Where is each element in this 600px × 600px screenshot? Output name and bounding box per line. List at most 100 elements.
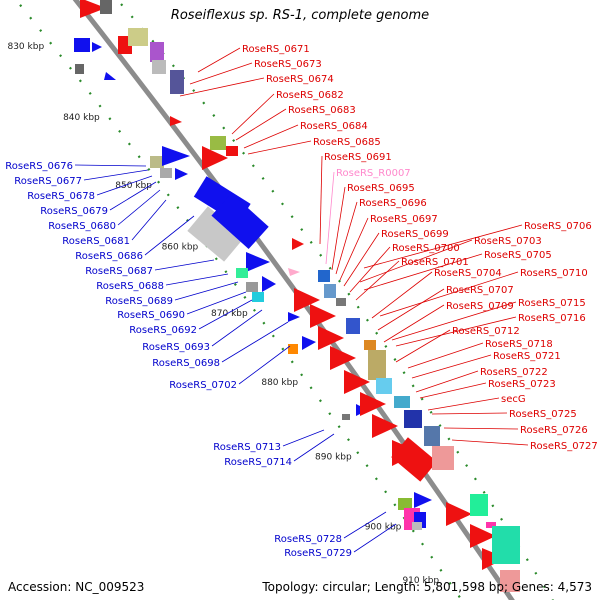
gene-label-right[interactable]: RoseRS_0697: [370, 214, 438, 225]
tick-tracks: [14, 0, 554, 600]
gene-label-left[interactable]: RoseRS_0698: [152, 358, 220, 369]
gene-label-right[interactable]: RoseRS_0684: [300, 121, 368, 132]
leader-line: [383, 304, 445, 343]
gene-label-right[interactable]: RoseRS_0706: [524, 221, 592, 232]
gene-label-left[interactable]: RoseRS_0702: [169, 380, 237, 391]
leader-line: [331, 186, 346, 271]
gene-block: [376, 378, 392, 394]
gene-label-left[interactable]: RoseRS_0693: [142, 342, 210, 353]
gene-label-right[interactable]: RoseRS_0726: [520, 425, 588, 436]
gene-block: [342, 414, 350, 420]
leader-line: [96, 175, 153, 196]
accession-text: Accession: NC_009523: [8, 580, 145, 594]
leader-line: [395, 316, 517, 347]
kbp-tick-label: 880 kbp: [261, 378, 298, 388]
left-gene-labels: RoseRS_0676RoseRS_0677RoseRS_0678RoseRS_…: [5, 161, 397, 559]
gene-block: [236, 268, 248, 278]
gene-label-left[interactable]: RoseRS_0678: [27, 191, 95, 202]
leader-line: [371, 271, 433, 319]
gene-arrow: [170, 116, 182, 126]
leader-line: [189, 62, 253, 85]
gene-label-left[interactable]: RoseRS_0679: [40, 206, 108, 217]
gene-label-right[interactable]: RoseRS_0716: [518, 313, 586, 324]
gene-block: [346, 318, 360, 334]
gene-label-right[interactable]: RoseRS_0703: [474, 236, 542, 247]
leader-line: [391, 301, 517, 341]
gene-label-right[interactable]: RoseRS_0722: [480, 367, 548, 378]
leader-line: [197, 47, 241, 73]
gene-arrow: [344, 370, 370, 394]
leader-line: [427, 397, 500, 411]
gene-label-right[interactable]: RoseRS_0710: [520, 268, 588, 279]
leader-line: [74, 164, 147, 167]
leader-line: [243, 124, 299, 149]
gene-label-right[interactable]: RoseRS_0701: [401, 257, 469, 268]
gene-label-right[interactable]: RoseRS_0682: [276, 90, 344, 101]
gene-label-right[interactable]: RoseRS_0696: [359, 198, 427, 209]
gene-label-right[interactable]: RoseRS_0695: [347, 183, 415, 194]
gene-label-left[interactable]: RoseRS_0677: [14, 176, 82, 187]
minus-strand-genes: [74, 38, 432, 530]
gene-label-right[interactable]: RoseRS_0691: [324, 152, 392, 163]
gene-label-left[interactable]: RoseRS_0692: [129, 325, 197, 336]
gene-label-left[interactable]: RoseRS_0714: [224, 457, 292, 468]
leader-line: [407, 342, 484, 369]
gene-label-left[interactable]: RoseRS_0687: [85, 266, 153, 277]
gene-label-right[interactable]: RoseRS_0712: [452, 326, 520, 337]
leader-line: [355, 260, 400, 301]
kbp-tick-label: 860 kbp: [162, 242, 199, 252]
gene-label-right[interactable]: RoseRS_0674: [266, 74, 334, 85]
gene-block: [128, 28, 148, 46]
summary-text: Topology: circular; Length: 5,801,598 bp…: [262, 580, 592, 594]
leader-line: [443, 427, 519, 430]
gene-label-right[interactable]: RoseRS_0699: [381, 229, 449, 240]
gene-label-right[interactable]: RoseRS_0673: [254, 59, 322, 70]
gene-label-right[interactable]: RoseRS_0718: [485, 339, 553, 350]
kbp-tick-label: 870 kbp: [211, 309, 248, 319]
leader-line: [431, 412, 508, 415]
gene-block: [288, 344, 298, 354]
gene-block: [432, 446, 454, 470]
gene-label-right[interactable]: RoseRS_0715: [518, 298, 586, 309]
gene-label-right[interactable]: RoseRS_0709: [446, 301, 514, 312]
gene-label-right[interactable]: RoseRS_0707: [446, 285, 514, 296]
gene-label-right[interactable]: RoseRS_0700: [392, 243, 460, 254]
gene-label-left[interactable]: RoseRS_0713: [213, 442, 281, 453]
gene-label-left[interactable]: RoseRS_0728: [274, 534, 342, 545]
gene-label-right[interactable]: secG: [501, 394, 526, 405]
gene-label-right[interactable]: RoseRS_0671: [242, 44, 310, 55]
gene-label-left[interactable]: RoseRS_0688: [96, 281, 164, 292]
gene-label-left[interactable]: RoseRS_0676: [5, 161, 73, 172]
gene-block: [226, 146, 238, 156]
gene-label-right[interactable]: RoseRS_0725: [509, 409, 577, 420]
gene-arrow: [175, 168, 188, 180]
gene-block: [210, 136, 226, 150]
gene-label-right[interactable]: RoseRS_0727: [530, 441, 598, 452]
leader-line: [247, 140, 312, 155]
gene-block: [394, 396, 410, 408]
leader-line: [377, 288, 445, 331]
gene-label-right[interactable]: RoseRS_R0007: [336, 168, 411, 179]
gene-block: [412, 522, 422, 530]
gene-label-right[interactable]: RoseRS_0685: [313, 137, 381, 148]
gene-label-right[interactable]: RoseRS_0723: [488, 379, 556, 390]
gene-label-left[interactable]: RoseRS_0680: [48, 221, 116, 232]
gene-label-right[interactable]: RoseRS_0721: [493, 351, 561, 362]
gene-label-right[interactable]: RoseRS_0683: [288, 105, 356, 116]
gene-label-right[interactable]: RoseRS_0704: [434, 268, 502, 279]
gene-block: [150, 156, 164, 168]
gene-block: [252, 292, 264, 302]
gene-block: [246, 282, 258, 292]
gene-block: [391, 437, 438, 482]
leader-line: [451, 439, 529, 446]
gene-arrow: [330, 346, 356, 370]
gene-label-left[interactable]: RoseRS_0729: [284, 548, 352, 559]
gene-arrow: [446, 502, 472, 526]
gene-label-left[interactable]: RoseRS_0681: [62, 236, 130, 247]
gene-label-left[interactable]: RoseRS_0690: [117, 310, 185, 321]
gene-label-right[interactable]: RoseRS_0705: [484, 250, 552, 261]
gene-label-left[interactable]: RoseRS_0686: [75, 251, 143, 262]
gene-arrow: [262, 276, 276, 292]
gene-block: [170, 70, 184, 94]
gene-label-left[interactable]: RoseRS_0689: [105, 296, 173, 307]
